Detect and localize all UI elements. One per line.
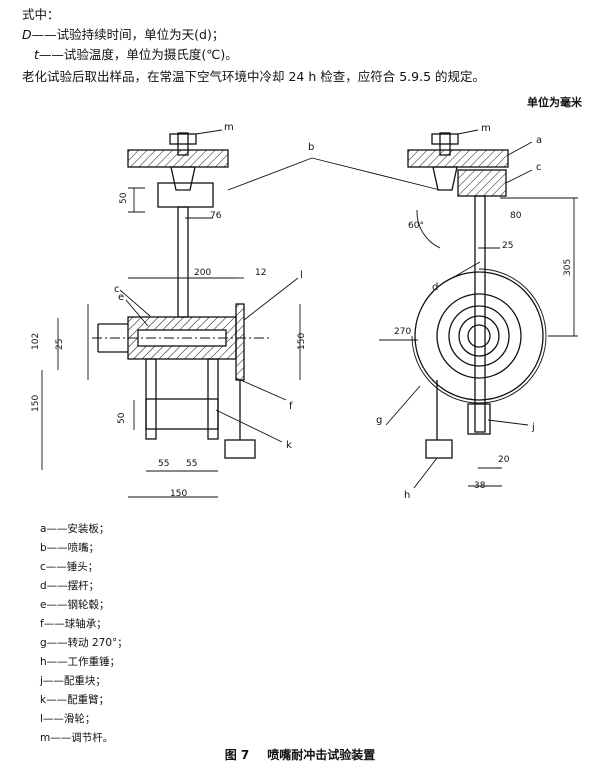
var-d: D (22, 27, 32, 42)
label-g: g (376, 415, 382, 426)
label-a: a (536, 135, 542, 146)
label-c-right: c (536, 162, 542, 173)
pulley-plate-left (235, 303, 245, 381)
header-line-aging: 老化试验后取出样品，在常温下空气环境中冷却 24 h 检查，应符合 5.9.5 … (22, 69, 486, 84)
label-h: h (404, 490, 410, 501)
legend-item-h: h——工作重锤； (40, 656, 121, 668)
label-d: d (432, 282, 438, 293)
label-m-right: m (481, 123, 491, 134)
header-line-d: D——试验持续时间，单位为天(d)； (22, 24, 224, 43)
label-m-left: m (224, 122, 234, 133)
dim-25b: 25 (502, 241, 513, 251)
label-c-left: c (114, 284, 120, 295)
dim-60deg: 60° (408, 221, 424, 231)
dim-50a: 50 (119, 192, 129, 204)
hammer-block-right (457, 169, 507, 197)
dim-76: 76 (210, 211, 222, 221)
dim-102: 102 (31, 333, 41, 350)
figure-legend: a——安装板； b——喷嘴； c——锤头； d——摆杆； e——钢轮毂； f——… (40, 520, 128, 748)
weight-right (425, 439, 453, 459)
label-l: l (300, 270, 303, 281)
dim-150-vertical: 150 (297, 333, 307, 350)
caption-number: 图 7 (224, 748, 250, 762)
legend-item-m: m——调节杆。 (40, 732, 114, 744)
dim-150b: 150 (170, 489, 187, 499)
dim-20: 20 (498, 455, 510, 465)
header-line-t: t——试验温度，单位为摄氏度(℃)。 (34, 44, 238, 63)
legend-item-g: g——转动 270°； (40, 637, 128, 649)
dim-270: 270 (394, 327, 411, 337)
wheel-outer (414, 271, 544, 401)
mounting-plate-right (407, 149, 509, 168)
dim-12: 12 (255, 268, 266, 278)
weight-left (224, 439, 256, 459)
figure-caption: 图 7 喷嘴耐冲击试验装置 (0, 746, 600, 763)
label-b: b (308, 142, 314, 153)
adjust-nut-left (169, 133, 197, 145)
def-d: ——试验持续时间，单位为天(d)； (31, 27, 225, 42)
dim-25a: 25 (55, 339, 65, 350)
dim-305: 305 (563, 259, 573, 276)
legend-item-a: a——安装板； (40, 523, 110, 535)
var-t: t (34, 47, 39, 62)
right-view (379, 132, 578, 487)
legend-item-k: k——配重臂； (40, 694, 110, 706)
left-view (41, 132, 301, 498)
hammer-block-left (157, 182, 214, 208)
def-t: ——试验温度，单位为摄氏度(℃)。 (38, 47, 238, 62)
dim-55a: 55 (158, 459, 169, 469)
header-line-formula-intro: 式中： (22, 7, 60, 22)
pendulum-rod-left (177, 206, 189, 318)
legend-item-f: f——球轴承； (40, 618, 107, 630)
label-e: e (118, 292, 124, 303)
unit-note: 单位为毫米 (527, 96, 582, 109)
pendulum-rod-right (474, 195, 486, 433)
label-j: j (531, 422, 535, 433)
legend-item-e: e——钢轮毂； (40, 599, 110, 611)
dim-38: 38 (474, 481, 486, 491)
nozzle-left (170, 166, 196, 191)
dim-55b: 55 (186, 459, 197, 469)
dim-150a: 150 (31, 395, 41, 412)
caption-title: 喷嘴耐冲击试验装置 (267, 748, 376, 762)
legend-item-c: c——锤头； (40, 561, 99, 573)
counterweight (467, 403, 491, 435)
leader-lines (119, 129, 533, 489)
legend-item-j: j——配重块； (40, 675, 106, 687)
technical-drawing: m b m a c l c d e f k g h j 50 76 200 12… (31, 122, 578, 501)
label-f: f (289, 401, 293, 412)
legend-item-d: d——摆杆； (40, 580, 100, 592)
label-k: k (286, 440, 292, 451)
legend-item-l: l——滑轮； (40, 713, 96, 725)
dim-50b: 50 (117, 412, 127, 424)
legend-item-b: b——喷嘴； (40, 542, 100, 554)
dim-200: 200 (194, 268, 211, 278)
dim-80: 80 (510, 211, 522, 221)
